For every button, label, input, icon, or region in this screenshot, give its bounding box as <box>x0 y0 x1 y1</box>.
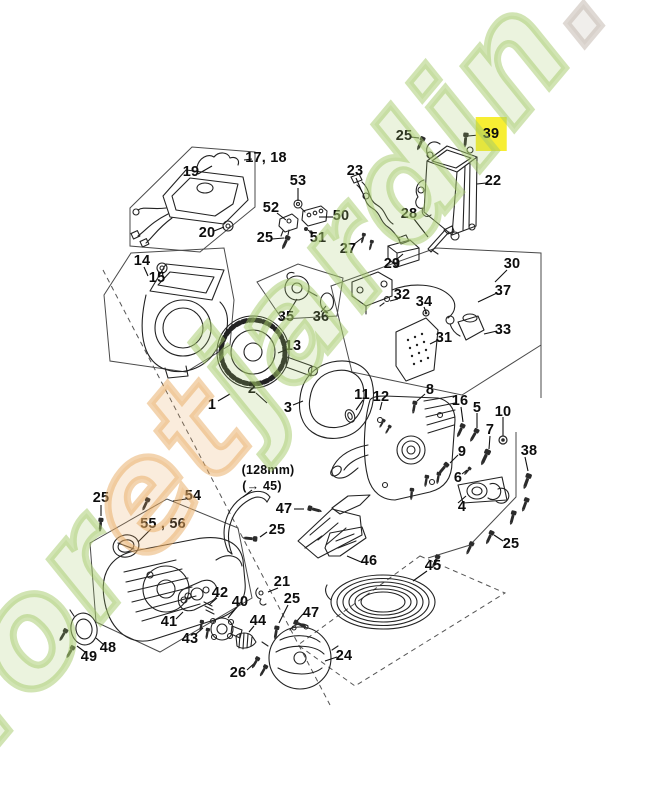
screws-and-fasteners <box>57 132 533 678</box>
part-line-art <box>69 141 510 690</box>
assembly-boundary-boxes <box>89 146 542 653</box>
dashed-boundaries <box>102 269 507 706</box>
